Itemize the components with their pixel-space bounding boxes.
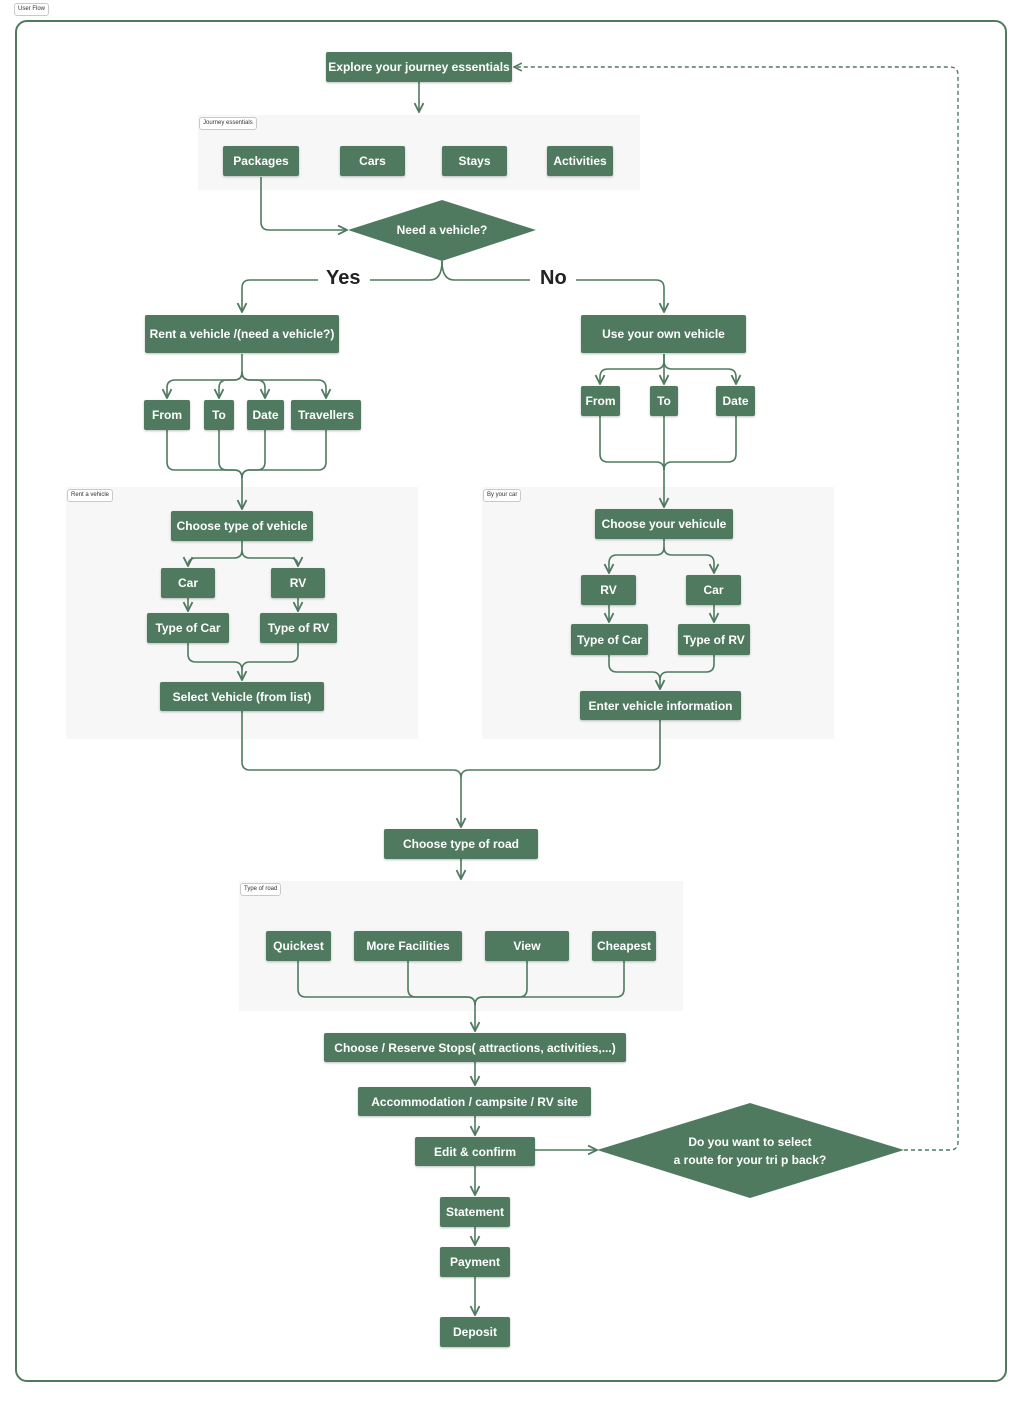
node-rent-from[interactable]: From xyxy=(144,400,190,430)
node-payment[interactable]: Payment xyxy=(440,1247,510,1277)
node-more-facilities[interactable]: More Facilities xyxy=(354,931,462,961)
node-own-date[interactable]: Date xyxy=(716,386,755,416)
need-vehicle-label: Need a vehicle? xyxy=(396,223,488,237)
node-statement[interactable]: Statement xyxy=(440,1197,510,1227)
node-deposit[interactable]: Deposit xyxy=(440,1317,510,1347)
flow-frame xyxy=(15,20,1007,1382)
node-edit-confirm[interactable]: Edit & confirm xyxy=(415,1137,535,1166)
node-rent-vehicle[interactable]: Rent a vehicle /(need a vehicle?) xyxy=(145,315,339,353)
node-own-type-car[interactable]: Type of Car xyxy=(571,624,648,655)
node-return-trip-question[interactable]: Do you want to select a route for your t… xyxy=(640,1133,860,1169)
node-quickest[interactable]: Quickest xyxy=(266,931,331,961)
group-label-road: Type of road xyxy=(240,883,282,896)
node-stays[interactable]: Stays xyxy=(442,146,507,176)
node-accommodation[interactable]: Accommodation / campsite / RV site xyxy=(358,1087,591,1116)
node-own-rv[interactable]: RV xyxy=(581,575,636,605)
node-choose-type-vehicle[interactable]: Choose type of vehicle xyxy=(171,511,313,541)
edge-label-no: No xyxy=(534,267,573,290)
decision-diamond-need-vehicle xyxy=(348,200,536,261)
node-reserve-stops[interactable]: Choose / Reserve Stops( attractions, act… xyxy=(324,1033,626,1062)
node-rent-travellers[interactable]: Travellers xyxy=(291,400,361,430)
node-own-car[interactable]: Car xyxy=(686,575,741,605)
node-rent-type-rv[interactable]: Type of RV xyxy=(260,613,337,643)
node-rent-type-car[interactable]: Type of Car xyxy=(147,613,229,643)
edge-label-yes: Yes xyxy=(320,267,367,290)
decision-diamond-return-trip xyxy=(597,1103,904,1198)
node-own-vehicle[interactable]: Use your own vehicle xyxy=(581,315,746,353)
group-label-rent: Rent a vehicle xyxy=(67,489,114,502)
node-need-vehicle[interactable]: Need a vehicle? xyxy=(368,220,516,240)
node-rent-rv[interactable]: RV xyxy=(271,568,325,598)
node-activities[interactable]: Activities xyxy=(547,146,613,176)
node-choose-road[interactable]: Choose type of road xyxy=(384,829,538,859)
group-label-journey: Journey essentials xyxy=(199,117,257,130)
node-cheapest[interactable]: Cheapest xyxy=(592,931,656,961)
node-packages[interactable]: Packages xyxy=(223,146,299,176)
node-rent-to[interactable]: To xyxy=(204,400,234,430)
return-question-line1: Do you want to select xyxy=(688,1135,812,1149)
node-cars[interactable]: Cars xyxy=(340,146,405,176)
node-rent-car[interactable]: Car xyxy=(161,568,215,598)
group-label-own: By your car xyxy=(483,489,522,502)
page-tag: User Flow xyxy=(14,3,50,16)
node-own-type-rv[interactable]: Type of RV xyxy=(678,624,750,655)
node-rent-date[interactable]: Date xyxy=(247,400,284,430)
node-own-to[interactable]: To xyxy=(650,386,678,416)
node-view[interactable]: View xyxy=(485,931,569,961)
return-question-line2: a route for your tri p back? xyxy=(673,1153,827,1167)
node-own-from[interactable]: From xyxy=(581,386,620,416)
node-explore[interactable]: Explore your journey essentials xyxy=(326,52,512,82)
node-choose-your-vehicle[interactable]: Choose your vehicule xyxy=(595,509,733,539)
node-select-vehicle[interactable]: Select Vehicle (from list) xyxy=(160,682,324,711)
node-enter-vehicle-info[interactable]: Enter vehicle information xyxy=(580,691,741,720)
